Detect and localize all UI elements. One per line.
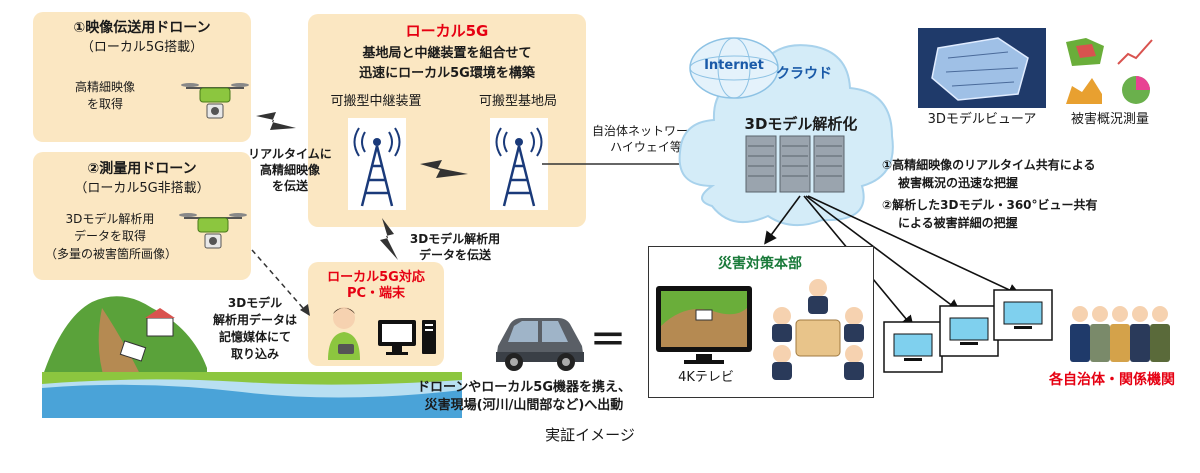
drone1-desc-2: を取得 — [86, 97, 123, 111]
media-label-1: 3Dモデル — [227, 296, 283, 310]
server-rack-icon — [745, 135, 845, 193]
server-label: 3Dモデル解析化 — [744, 115, 858, 133]
agencies-label: 各自治体・関係機関 — [1049, 372, 1175, 388]
drone2-title: ②測量用ドローン — [87, 161, 197, 177]
network-label-1: 自治体ネットワーク — [591, 124, 700, 138]
media-label-3: 記憶媒体にて — [218, 330, 291, 344]
drone2-desc-2: データを取得 — [73, 229, 146, 243]
agency-screen-icon — [939, 305, 999, 357]
media-label-4: 取り込み — [230, 347, 279, 361]
note-line-3: ②解析した3Dモデル・360°ビュー共有 — [882, 198, 1098, 212]
drone2-desc-1: 3Dモデル解析用 — [65, 212, 155, 226]
drone2-subtitle: （ローカル5G非搭載） — [74, 181, 210, 196]
realtime-label-1: リアルタイムに — [248, 147, 332, 161]
agency-screen-icon — [993, 289, 1053, 341]
realtime-label-2: 高精細映像 — [259, 163, 320, 177]
meeting-people-icon — [772, 279, 864, 380]
dispatch-text-1: ドローンやローカル5G機器を携え、 — [416, 380, 632, 395]
dispatch-text-2: 災害現場(河川/山間部など)へ出動 — [424, 398, 624, 413]
damage-survey-thumbnail — [1062, 34, 1158, 108]
drone2-icon — [179, 213, 247, 249]
media-label-2: 解析用データは — [212, 313, 297, 327]
relay-tower-icon — [348, 118, 406, 210]
note-line-2: 被害概況の迅速な把握 — [898, 176, 1019, 190]
pc-title-1: ローカル5G対応 — [327, 270, 425, 285]
drone1-subtitle: （ローカル5G搭載） — [80, 40, 204, 55]
transfer-label-2: データを伝送 — [418, 248, 491, 262]
tv-label: 4Kテレビ — [678, 370, 734, 385]
note-line-1: ①高精細映像のリアルタイム共有による — [882, 158, 1096, 172]
drone1-icon — [181, 83, 249, 119]
base-label: 可搬型基地局 — [478, 94, 557, 109]
drone1-box — [33, 12, 251, 142]
vehicle-icon — [496, 318, 584, 371]
transfer-label-1: 3Dモデル解析用 — [409, 232, 501, 246]
caption: 実証イメージ — [545, 426, 635, 444]
tv-icon — [656, 286, 752, 364]
cloud-label: クラウド — [776, 66, 832, 82]
3d-model-viewer-thumbnail — [918, 28, 1046, 108]
agency-screen-icon — [883, 321, 943, 373]
local5g-desc-1: 基地局と中継装置を組合せて — [362, 46, 532, 61]
wireless-bolt-icon — [420, 160, 468, 178]
network-label-2: ハイウェイ等 — [610, 140, 682, 154]
viewer-label-2: 被害概況測量 — [1070, 112, 1149, 127]
viewer-label-1: 3Dモデルビューア — [927, 112, 1037, 127]
local5g-title: ローカル5G — [405, 22, 489, 40]
wireless-bolt-icon — [256, 112, 296, 130]
relay-label: 可搬型中継装置 — [330, 94, 422, 109]
realtime-label-3: を伝送 — [271, 179, 308, 193]
drone1-title: ①映像伝送用ドローン — [73, 20, 211, 36]
equals-sign: ＝ — [589, 320, 626, 361]
base-station-icon — [490, 118, 548, 210]
drone2-desc-3: （多量の被害箇所画像） — [44, 247, 177, 261]
internet-label: Internet — [704, 58, 764, 73]
hq-title: 災害対策本部 — [718, 256, 802, 272]
local5g-desc-2: 迅速にローカル5G環境を構築 — [359, 66, 535, 81]
note-line-4: による被害詳細の把握 — [898, 216, 1018, 230]
agency-staff-icon — [1070, 306, 1170, 362]
river-illustration — [42, 372, 462, 418]
pc-title-2: PC・端末 — [346, 286, 406, 301]
drone1-desc-1: 高精細映像 — [74, 80, 135, 94]
media-transfer-arrow — [251, 249, 311, 317]
drone2-box — [33, 152, 251, 280]
operator-person-icon — [328, 307, 360, 360]
internet-globe-icon — [689, 37, 779, 99]
pc-monitor-icon — [378, 320, 436, 355]
